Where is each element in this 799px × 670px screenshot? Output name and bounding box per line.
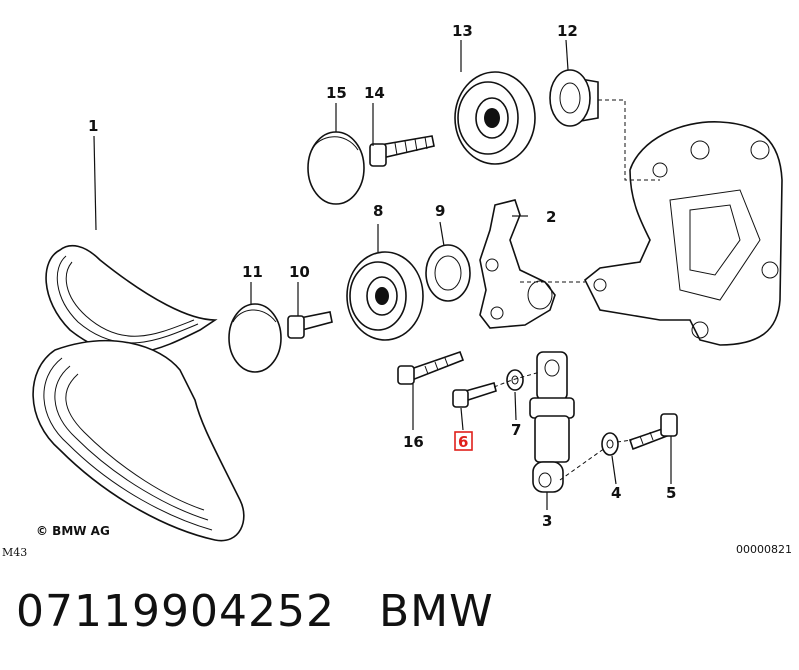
spacer-ring-9 [425,244,471,302]
callout-15: 15 [326,84,347,102]
callout-9: 9 [435,202,445,220]
copyright-notice: © BMW AG [36,524,110,538]
callout-2: 2 [546,208,556,226]
callout-8: 8 [373,202,383,220]
pulley-cap-15 [307,131,365,205]
callout-10: 10 [289,263,310,281]
parts-diagram: 1 2 3 4 5 6 7 8 9 10 11 12 13 14 15 16 [32,22,783,542]
bolt-10 [287,311,333,339]
bolt-14 [369,135,435,167]
engine-bracket [583,121,783,346]
part-caption: 07119904252 BMW [16,586,494,637]
deflection-pulley-8 [346,251,424,341]
callout-13: 13 [452,22,473,40]
callout-4: 4 [611,484,621,502]
tension-roller-12 [549,69,599,127]
callout-16: 16 [403,433,424,451]
callout-3: 3 [542,512,552,530]
drawing-number: 00000821 [736,543,792,556]
callouts: 1 2 3 4 5 6 7 8 9 10 11 12 13 14 15 16 [88,22,676,530]
callout-7: 7 [511,421,521,439]
highlight-box [454,431,473,451]
callout-14: 14 [364,84,385,102]
assembly-lines [493,99,660,481]
callout-12: 12 [557,22,578,40]
tensioner-arm-2 [479,199,556,329]
sheet-code: M43 [2,546,28,559]
callout-1: 1 [88,117,98,135]
part-number: 07119904252 [16,586,335,637]
washer-4 [601,432,619,456]
callout-6-highlighted[interactable]: 6 [458,433,468,451]
callout-11: 11 [242,263,263,281]
brand-name: BMW [378,586,494,637]
damper-3 [529,351,575,493]
leader-lines [93,39,672,510]
bolt-5 [628,413,678,451]
callout-5: 5 [666,484,676,502]
pulley-cap-11 [228,303,282,373]
bolt-16 [397,350,465,385]
drive-belt [32,244,245,542]
bolt-6 [452,382,497,408]
idler-pulley-13 [454,71,536,165]
washer-7 [506,369,524,391]
